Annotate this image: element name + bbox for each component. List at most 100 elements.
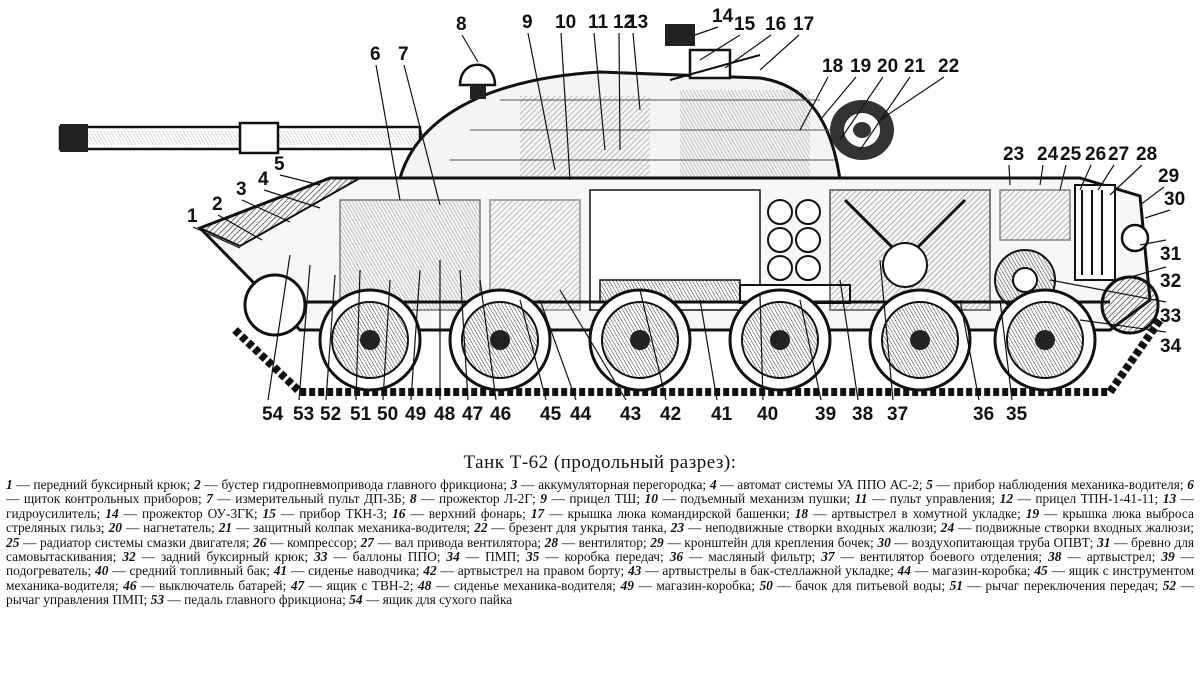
- legend-text: коробка передач;: [564, 549, 664, 565]
- legend-item-49: 49 — магазин-коробка;: [620, 577, 755, 593]
- legend-number: 44: [897, 563, 911, 579]
- legend-item-46: 46 — выключатель батарей;: [123, 577, 287, 593]
- leader-line-39: [799, 299, 822, 401]
- leader-line-28: [1109, 164, 1143, 196]
- legend-number: 47: [290, 577, 305, 593]
- legend-number: 8: [409, 491, 417, 507]
- transmission: [994, 184, 1116, 311]
- legend-text: измерительный пульт ДП-3Б;: [235, 491, 406, 507]
- legend-item-12: 12 — прицел ТПН-1-41-11;: [999, 491, 1159, 507]
- legend-number: 35: [525, 549, 540, 565]
- legend-item-53: 53 — педаль главного фрикциона;: [150, 592, 346, 608]
- road-wheel: [728, 288, 832, 392]
- legend-number: 43: [627, 563, 642, 579]
- legend-number: 2: [194, 477, 201, 492]
- legend-number: 15: [262, 505, 276, 521]
- legend-text: педаль главного фрикциона;: [184, 592, 346, 608]
- callout-10: 10: [555, 12, 576, 33]
- legend-number: 17: [530, 505, 545, 521]
- leader-line-16: [724, 34, 772, 69]
- legend-text: прожектор Л-2Г;: [438, 491, 536, 507]
- callout-49: 49: [405, 404, 426, 425]
- legend-number: 41: [273, 563, 288, 579]
- legend-text: сиденье механика-водителя;: [453, 577, 617, 593]
- road-wheel: [318, 288, 422, 392]
- legend-item-31: 31 — бревно для самовытаскивания;: [6, 534, 1195, 565]
- callout-19: 19: [850, 56, 871, 77]
- legend-text: средний топливный бак;: [129, 563, 270, 579]
- callout-25: 25: [1060, 144, 1082, 165]
- legend-item-41: 41 — сиденье наводчика;: [273, 563, 420, 579]
- legend-item-17: 17 — крышка люка командирской башенки;: [530, 505, 790, 521]
- callout-39: 39: [815, 404, 836, 425]
- legend-item-13: 13 — гидроусилитель;: [6, 491, 1195, 521]
- legend-item-6: 6 — щиток контрольных приборов;: [6, 477, 1194, 507]
- legend-number: 26: [253, 534, 267, 550]
- legend-number: 20: [108, 520, 122, 536]
- legend-text: брезент для укрытия танка,: [508, 520, 667, 536]
- callout-11: 11: [588, 12, 609, 33]
- leader-line-32: [1119, 266, 1167, 281]
- callout-34: 34: [1160, 336, 1182, 357]
- callout-44: 44: [570, 404, 592, 425]
- legend-text: крышка люка выброса стреляных гильз;: [6, 505, 1194, 536]
- leader-line-4: [263, 189, 321, 209]
- legend-text: вал привода вентилятора;: [394, 534, 541, 550]
- commander-cupola: [665, 24, 761, 81]
- leader-line-35: [999, 299, 1013, 401]
- leader-line-53: [298, 264, 311, 401]
- legend-item-51: 51 — рычаг переключения передач;: [949, 577, 1159, 593]
- legend-number: 36: [669, 549, 684, 565]
- legend-number: 9: [540, 491, 547, 507]
- legend-item-26: 26 — компрессор;: [253, 534, 357, 550]
- callout-37: 37: [887, 404, 908, 425]
- legend-number: 28: [544, 534, 559, 550]
- callout-54: 54: [262, 404, 284, 425]
- leader-line-50: [382, 279, 391, 401]
- leader-line-43: [559, 289, 627, 401]
- legend-item-27: 27 — вал привода вентилятора;: [360, 534, 541, 550]
- leader-line-51: [355, 269, 361, 401]
- legend-text: рычаг управления ПМП;: [6, 592, 148, 608]
- leader-line-17: [759, 34, 800, 71]
- legend-item-9: 9 — прицел ТШ;: [540, 491, 641, 507]
- callout-24: 24: [1037, 144, 1059, 165]
- legend-item-33: 33 — баллоны ППО;: [314, 549, 441, 565]
- legend-text: бустер гидропневмопривода главного фрикц…: [221, 477, 507, 492]
- legend-text: вентилятор;: [578, 534, 647, 550]
- leader-line-49: [410, 269, 421, 401]
- callout-28: 28: [1136, 144, 1157, 165]
- legend-item-34: 34 — ПМП;: [446, 549, 521, 565]
- legend-number: 14: [105, 505, 119, 521]
- leader-line-24: [1039, 164, 1044, 186]
- leader-line-45: [519, 299, 547, 401]
- leader-line-47: [459, 269, 469, 401]
- legend-number: 22: [474, 520, 488, 536]
- leader-line-14: [694, 26, 719, 36]
- leader-line-9: [527, 32, 556, 171]
- leader-line-52: [325, 274, 336, 401]
- callout-8: 8: [456, 14, 467, 35]
- leader-line-22: [879, 76, 945, 121]
- legend-item-11: 11 — пульт управления;: [854, 491, 996, 507]
- legend-number: 11: [854, 491, 868, 507]
- leader-line-10: [560, 32, 571, 181]
- callout-26: 26: [1085, 144, 1106, 165]
- legend-number: 13: [1162, 491, 1177, 507]
- leader-line-8: [461, 34, 479, 63]
- leader-line-37: [879, 259, 894, 401]
- legend-number: 18: [794, 505, 809, 521]
- legend-text: передний буксирный крюк;: [33, 477, 191, 492]
- legend-item-47: 47 — ящик с ТВН-2;: [290, 577, 414, 593]
- legend-text: ящик с ТВН-2;: [326, 577, 414, 593]
- legend-text: прибор наблюдения механика-водителя;: [953, 477, 1184, 492]
- callout-5: 5: [274, 154, 285, 175]
- callout-1: 1: [187, 206, 198, 227]
- callout-33: 33: [1160, 306, 1181, 327]
- legend-item-28: 28 — вентилятор;: [544, 534, 647, 550]
- legend-number: 53: [150, 592, 165, 608]
- legend-item-23: 23 — неподвижные створки входных жалюзи;: [670, 520, 937, 536]
- road-wheel: [588, 288, 692, 392]
- legend-text: щиток контрольных приборов;: [23, 491, 202, 507]
- leader-line-42: [639, 289, 667, 401]
